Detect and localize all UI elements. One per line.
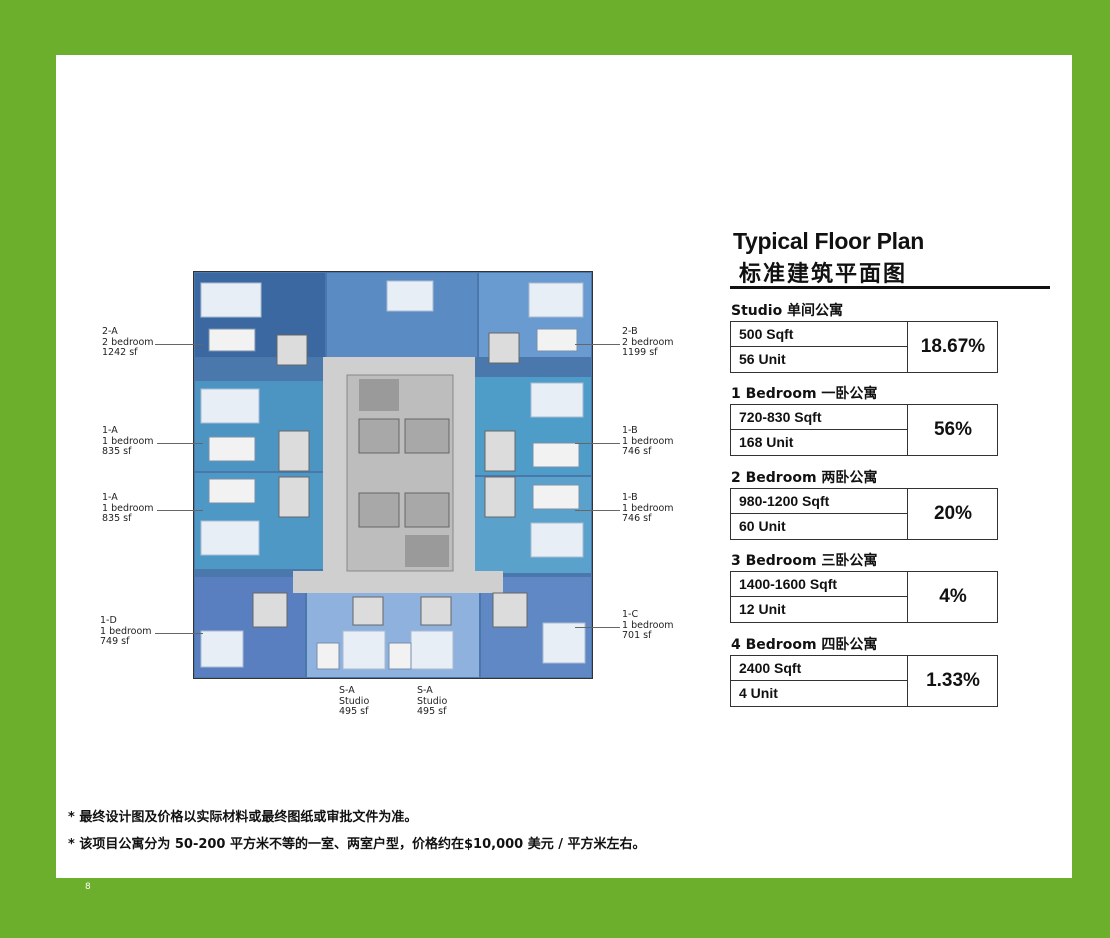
percent-cell: 18.67%	[907, 322, 998, 372]
elevator	[358, 492, 400, 528]
floor-plan	[193, 271, 593, 679]
sqft-cell: 720-830 Sqft	[731, 405, 907, 430]
sqft-cell: 500 Sqft	[731, 322, 907, 347]
count-cell: 4 Unit	[739, 685, 778, 701]
elevator	[404, 418, 450, 454]
category-1-bedroom: 1 Bedroom 一卧公寓	[731, 386, 878, 402]
count-cell: 60 Unit	[739, 518, 786, 534]
category-2-bedroom: 2 Bedroom 两卧公寓	[731, 470, 878, 486]
unit-table-studio: 500 Sqft 56 Unit 18.67%	[730, 321, 998, 373]
count-cell: 168 Unit	[739, 434, 794, 450]
page-number: 8	[85, 882, 91, 892]
sqft-cell: 980-1200 Sqft	[731, 489, 907, 514]
category-4-bedroom: 4 Bedroom 四卧公寓	[731, 637, 878, 653]
title-chinese: 标准建筑平面图	[739, 262, 908, 287]
count-cell: 56 Unit	[739, 351, 786, 367]
percent-cell: 1.33%	[907, 656, 998, 706]
elevator	[404, 492, 450, 528]
category-studio: Studio 单间公寓	[731, 303, 844, 319]
stair	[405, 535, 449, 567]
unit-table-3-bedroom: 1400-1600 Sqft 12 Unit 4%	[730, 571, 998, 623]
floor-plan-drawing	[193, 271, 593, 679]
stair	[359, 379, 399, 411]
sqft-cell: 1400-1600 Sqft	[731, 572, 907, 597]
title-english: Typical Floor Plan	[733, 228, 924, 254]
footnote-disclaimer: * 最终设计图及价格以实际材料或最终图纸或审批文件为准。	[68, 810, 418, 825]
sqft-cell: 2400 Sqft	[731, 656, 907, 681]
footnote-pricing: * 该项目公寓分为 50-200 平方米不等的一室、两室户型，价格约在$10,0…	[68, 837, 646, 852]
unit-table-4-bedroom: 2400 Sqft 4 Unit 1.33%	[730, 655, 998, 707]
title-divider	[730, 286, 1050, 289]
percent-cell: 4%	[907, 572, 998, 622]
elevator	[358, 418, 400, 454]
unit-table-1-bedroom: 720-830 Sqft 168 Unit 56%	[730, 404, 998, 456]
category-3-bedroom: 3 Bedroom 三卧公寓	[731, 553, 878, 569]
percent-cell: 56%	[907, 405, 998, 455]
unit-table-2-bedroom: 980-1200 Sqft 60 Unit 20%	[730, 488, 998, 540]
percent-cell: 20%	[907, 489, 998, 539]
count-cell: 12 Unit	[739, 601, 786, 617]
